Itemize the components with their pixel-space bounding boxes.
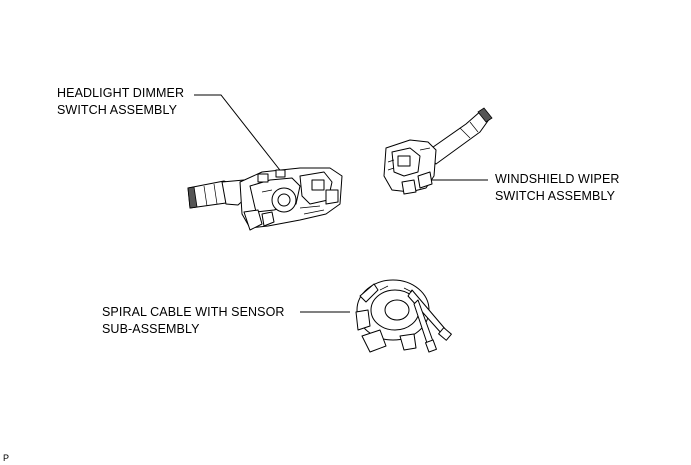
spiral-cable-drawing	[355, 279, 452, 353]
headlight-dimmer-label: HEADLIGHT DIMMER SWITCH ASSEMBLY	[57, 85, 184, 119]
windshield-wiper-label: WINDSHIELD WIPER SWITCH ASSEMBLY	[495, 171, 620, 205]
spiral-cable-label: SPIRAL CABLE WITH SENSOR SUB-ASSEMBLY	[102, 304, 285, 338]
windshield-wiper-switch-drawing	[383, 107, 493, 195]
headlight-label-line1: HEADLIGHT DIMMER	[57, 86, 185, 100]
headlight-leader-line	[194, 94, 284, 175]
headlight-dimmer-switch-drawing	[187, 167, 343, 231]
spiral-label-line1: SPIRAL CABLE WITH SENSOR	[102, 305, 285, 319]
wiper-label-line2: SWITCH ASSEMBLY	[495, 189, 616, 203]
wiper-label-line1: WINDSHIELD WIPER	[495, 172, 620, 186]
spiral-label-line2: SUB-ASSEMBLY	[102, 322, 200, 336]
headlight-label-line2: SWITCH ASSEMBLY	[57, 103, 178, 117]
corner-code: P	[3, 453, 9, 463]
